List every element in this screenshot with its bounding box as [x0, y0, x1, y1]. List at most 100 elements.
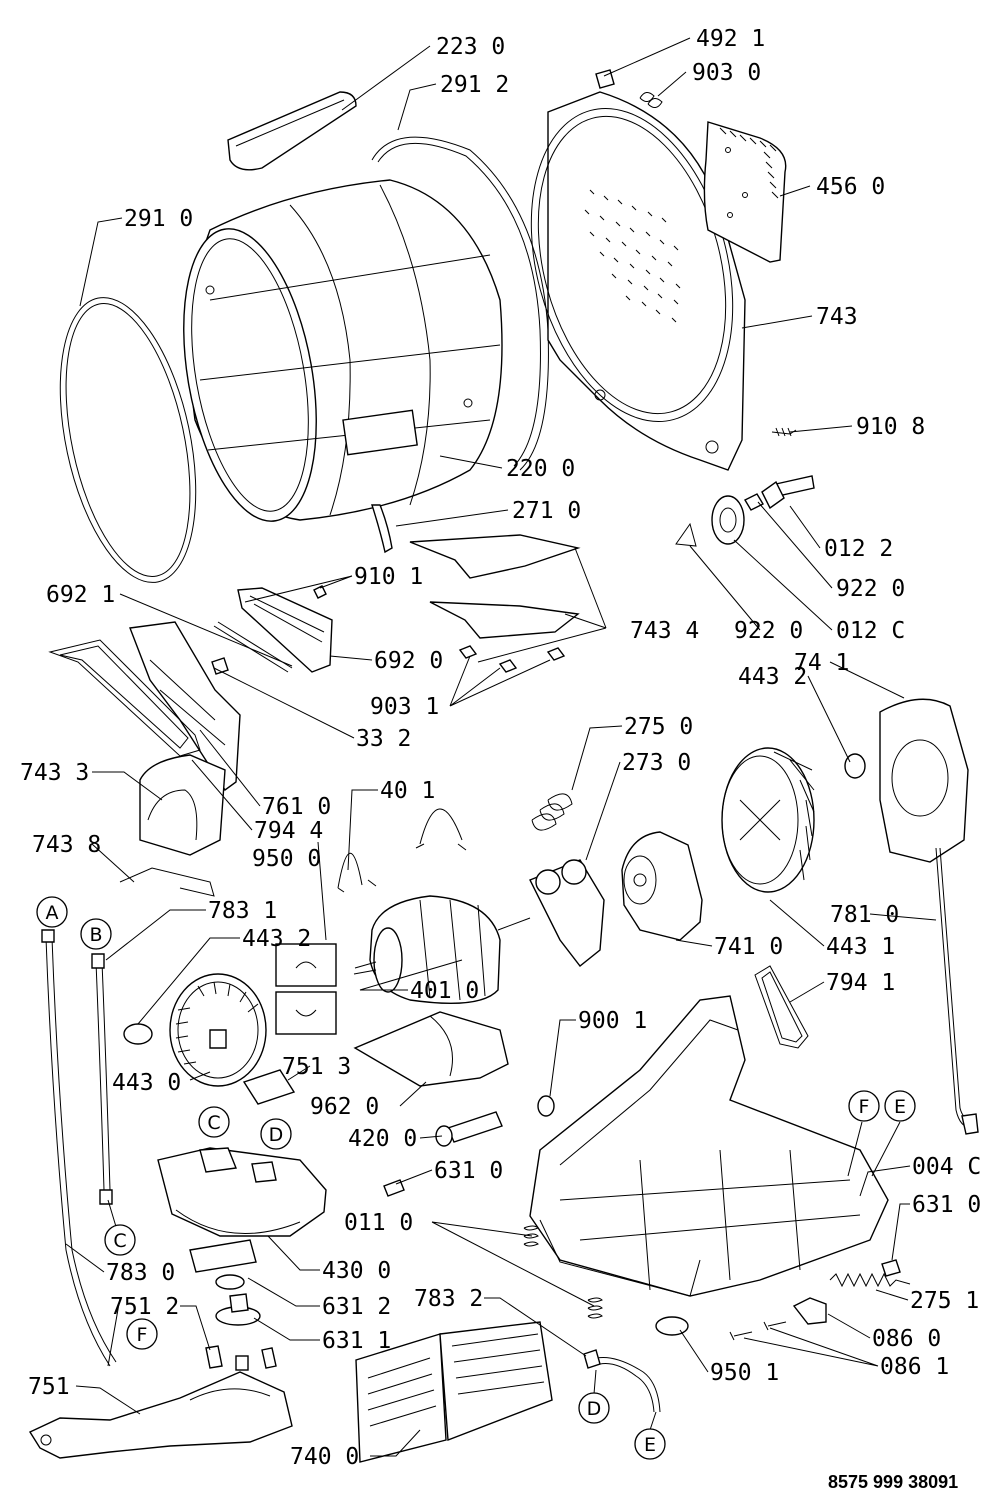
label-751-2: 751 2 — [110, 1294, 179, 1320]
label-33-2: 33 2 — [356, 726, 411, 752]
part-screw-910-8 — [771, 427, 797, 437]
label-443-0: 443 0 — [112, 1070, 181, 1096]
label-420-0: 420 0 — [348, 1126, 417, 1152]
part-drum — [183, 179, 503, 554]
part-labels: 223 0 291 2 492 1 903 0 456 0 291 0 743 … — [20, 26, 981, 1470]
label-751: 751 — [28, 1374, 70, 1400]
label-783-0: 783 0 — [106, 1260, 175, 1286]
label-950-1: 950 1 — [710, 1360, 779, 1386]
part-fan-housing — [621, 831, 703, 941]
part-spring-275-1 — [829, 1272, 911, 1288]
part-33-2 — [211, 657, 229, 675]
label-740-0: 740 0 — [290, 1444, 359, 1470]
svg-text:F: F — [859, 1096, 870, 1118]
part-heater-element — [355, 1321, 553, 1463]
label-743-4: 743 4 — [630, 618, 699, 644]
label-275-1: 275 1 — [910, 1288, 979, 1314]
label-783-1: 783 1 — [208, 898, 277, 924]
label-692-1: 692 1 — [46, 582, 115, 608]
part-bracket-692 — [237, 585, 333, 673]
label-275-0: 275 0 — [624, 714, 693, 740]
part-heater-plate — [703, 121, 787, 263]
label-430-0: 430 0 — [322, 1258, 391, 1284]
part-tensioner — [529, 859, 605, 967]
label-761-0: 761 0 — [262, 794, 331, 820]
part-gasket-794-1 — [754, 965, 809, 1049]
svg-text:A: A — [46, 902, 59, 924]
part-screws-086-1 — [729, 1321, 787, 1341]
part-shaft — [761, 475, 815, 510]
part-hose-783-0 — [41, 929, 117, 1367]
label-291-2: 291 2 — [440, 72, 509, 98]
label-012-2: 012 2 — [824, 536, 893, 562]
label-922-0-a: 922 0 — [836, 576, 905, 602]
label-443-1: 443 1 — [826, 934, 895, 960]
part-shield-962 — [353, 1011, 509, 1087]
part-connectors-751-2 — [205, 1345, 277, 1371]
part-751-3 — [242, 1069, 296, 1105]
part-wire-743-8 — [119, 867, 215, 897]
part-hose-783-2 — [583, 1349, 661, 1413]
marker-f-right: F — [848, 1090, 880, 1122]
label-900-1: 900 1 — [578, 1008, 647, 1034]
part-lid-751 — [28, 1371, 293, 1459]
label-794-4: 794 4 — [254, 818, 323, 844]
part-clip-922 — [675, 522, 697, 547]
label-783-2: 783 2 — [414, 1286, 483, 1312]
label-086-1: 086 1 — [880, 1354, 949, 1380]
marker-a: A — [36, 896, 68, 928]
part-gasket-794-4 — [48, 639, 201, 757]
label-910-1: 910 1 — [354, 564, 423, 590]
svg-text:B: B — [89, 924, 102, 946]
label-903-0: 903 0 — [692, 60, 761, 86]
part-feet-springs — [523, 1225, 603, 1319]
part-blower-wheel-rear — [721, 747, 815, 893]
label-223-0: 223 0 — [436, 34, 505, 60]
svg-text:E: E — [894, 1096, 906, 1118]
diagram-code: 8575 999 38091 — [828, 1472, 958, 1492]
label-922-0-b: 922 0 — [734, 618, 803, 644]
part-bracket-086-0 — [792, 1297, 827, 1325]
part-filter-housing — [129, 621, 241, 792]
part-hose-781 — [935, 847, 979, 1135]
label-903-1: 903 1 — [370, 694, 439, 720]
svg-text:E: E — [644, 1434, 656, 1456]
part-gasket-950-0 — [275, 943, 337, 1035]
marker-c-top: C — [198, 1106, 230, 1138]
label-631-1: 631 1 — [322, 1328, 391, 1354]
marker-f-left: F — [126, 1318, 158, 1350]
leader-lines — [65, 37, 937, 1457]
part-631-2 — [189, 1239, 257, 1290]
label-011-0: 011 0 — [344, 1210, 413, 1236]
part-clamps-40-1 — [337, 808, 467, 893]
part-spring-275 — [531, 793, 573, 831]
part-base — [529, 995, 889, 1297]
label-492-1: 492 1 — [696, 26, 765, 52]
label-291-0: 291 0 — [124, 206, 193, 232]
connection-markers: A B C D C F E F — [36, 896, 916, 1460]
label-012-c: 012 C — [836, 618, 905, 644]
label-004-c: 004 C — [912, 1154, 981, 1180]
svg-text:F: F — [137, 1324, 148, 1346]
label-401-0: 401 0 — [410, 978, 479, 1004]
label-794-1: 794 1 — [826, 970, 895, 996]
part-capacitor — [435, 1111, 503, 1147]
marker-e-right: E — [884, 1090, 916, 1122]
marker-d-top: D — [260, 1118, 292, 1150]
part-blower-wheel-front — [169, 973, 267, 1087]
label-220-0: 220 0 — [506, 456, 575, 482]
label-443-2-b: 443 2 — [242, 926, 311, 952]
part-spring-903 — [639, 92, 663, 108]
svg-text:C: C — [113, 1230, 126, 1252]
label-910-8: 910 8 — [856, 414, 925, 440]
svg-text:D: D — [587, 1398, 602, 1420]
part-631-1 — [215, 1293, 261, 1326]
svg-text:C: C — [207, 1112, 220, 1134]
label-962-0: 962 0 — [310, 1094, 379, 1120]
label-743-8: 743 8 — [32, 832, 101, 858]
part-clip-631-0-right — [881, 1259, 901, 1277]
label-781-0: 781 0 — [830, 902, 899, 928]
part-hose-783-1 — [91, 953, 113, 1205]
